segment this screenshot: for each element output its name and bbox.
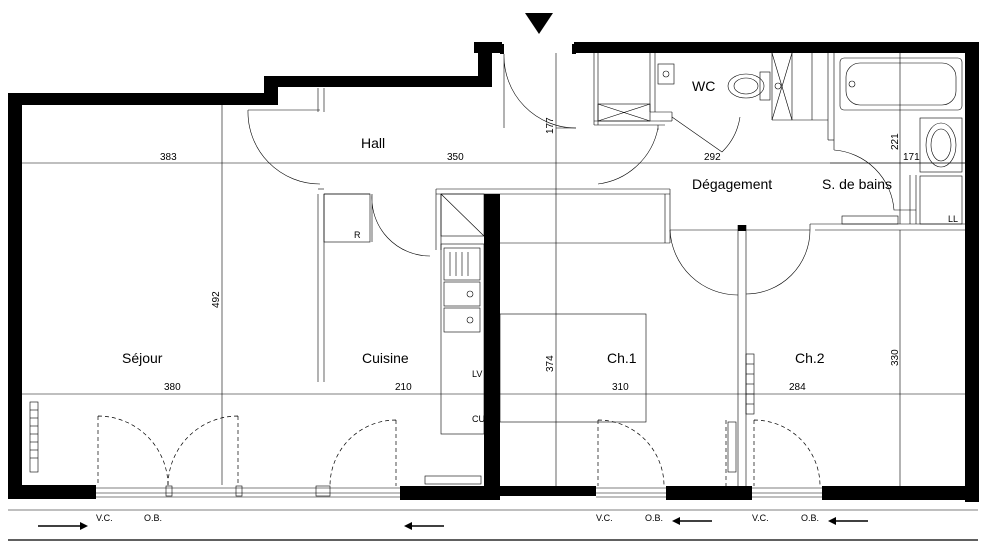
dim-292: 292	[704, 152, 721, 163]
room-label-hall: Hall	[361, 135, 385, 151]
dim-492: 492	[211, 291, 222, 308]
dim-383: 383	[160, 152, 177, 163]
dim-284: 284	[789, 382, 806, 393]
fixture-label-r: R	[354, 230, 361, 240]
dim-310: 310	[612, 382, 629, 393]
dim-210: 210	[395, 382, 412, 393]
shutter-ob-3: O.B.	[801, 513, 819, 523]
shutter-vc-2: V.C.	[596, 513, 613, 523]
shutter-vc-1: V.C.	[96, 513, 113, 523]
shutter-ob-1: O.B.	[144, 513, 162, 523]
dim-374: 374	[545, 355, 556, 372]
dim-350: 350	[447, 152, 464, 163]
shutter-vc-3: V.C.	[752, 513, 769, 523]
dim-221: 221	[890, 133, 901, 150]
fixtures	[29, 57, 963, 485]
room-label-degagement: Dégagement	[692, 176, 772, 192]
interior-walls	[317, 44, 965, 494]
fixture-label-cu: CU	[472, 414, 485, 424]
dim-380: 380	[164, 382, 181, 393]
outer-walls	[8, 42, 979, 502]
windows	[96, 485, 822, 498]
shutter-ob-2: O.B.	[645, 513, 663, 523]
entrance-arrow-icon	[525, 13, 553, 34]
room-label-sejour: Séjour	[122, 350, 163, 366]
room-label-ch2: Ch.2	[795, 350, 825, 366]
room-label-wc: WC	[692, 78, 715, 94]
fixture-label-ll: LL	[948, 214, 958, 224]
shutter-arrows	[38, 517, 868, 530]
doors	[97, 53, 916, 487]
room-label-cuisine: Cuisine	[362, 350, 409, 366]
dim-177: 177	[545, 117, 556, 134]
fixture-label-lv: LV	[472, 369, 482, 379]
dim-171: 171	[903, 152, 920, 163]
room-label-sdb: S. de bains	[822, 176, 892, 192]
room-label-ch1: Ch.1	[607, 350, 637, 366]
dim-330: 330	[890, 349, 901, 366]
